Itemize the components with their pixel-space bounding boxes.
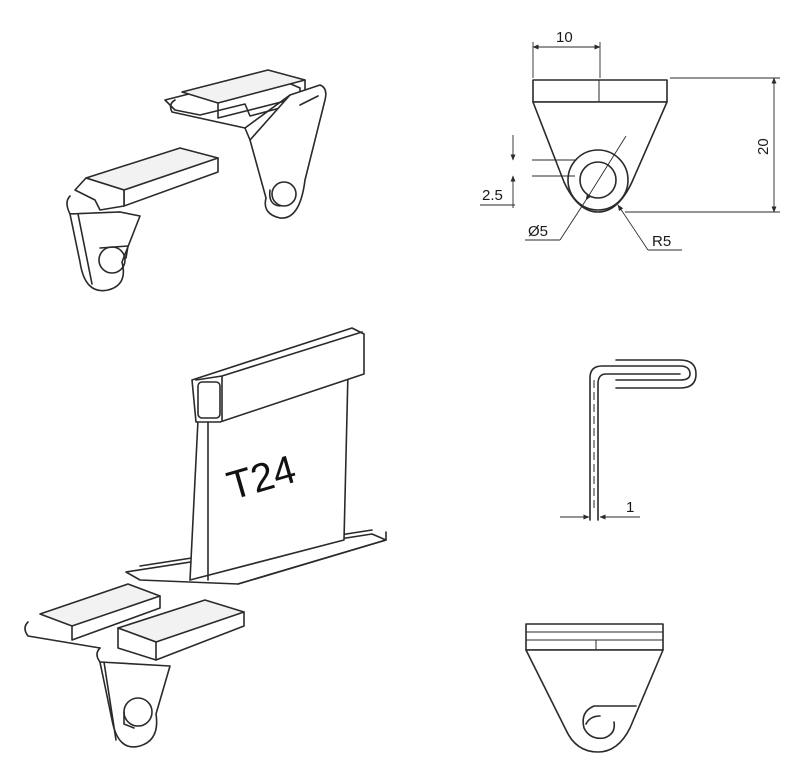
front-view-dimensioned: 10 20 2.5 Ø5 R5 xyxy=(480,29,780,251)
dim-radius-label: R5 xyxy=(652,233,671,250)
side-profile-view: 1 xyxy=(560,359,697,521)
iso-clip-right xyxy=(164,69,327,219)
dim-diameter-label: Ø5 xyxy=(528,223,548,240)
front-view-bottom xyxy=(525,623,664,753)
dim-height-label: 20 xyxy=(755,138,772,155)
dim-width-label: 10 xyxy=(556,29,573,46)
dim-offset-label: 2.5 xyxy=(482,187,503,204)
iso-clip-left xyxy=(66,147,219,292)
dim-thickness-label: 1 xyxy=(626,499,634,516)
iso-t24-assembly: T24 xyxy=(24,327,387,748)
iso-clips-top xyxy=(66,69,327,292)
